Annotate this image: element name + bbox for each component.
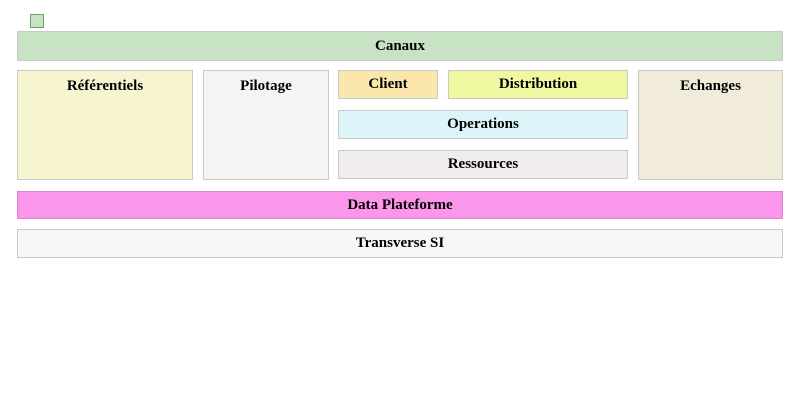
pilotage-label: Pilotage — [240, 78, 292, 94]
block-referentiels: Référentiels — [17, 70, 193, 180]
block-distribution: Distribution — [448, 70, 628, 99]
data-plateforme-label: Data Plateforme — [347, 196, 453, 213]
echanges-label: Echanges — [680, 78, 741, 94]
distribution-label: Distribution — [498, 76, 578, 92]
block-echanges: Echanges — [638, 70, 783, 180]
block-data-plateforme: Data Plateforme — [17, 191, 783, 219]
block-operations: Operations — [338, 110, 628, 139]
canaux-label: Canaux — [374, 37, 426, 54]
block-ressources: Ressources — [338, 150, 628, 179]
referentiels-label: Référentiels — [66, 78, 144, 94]
legend-color-swatch — [30, 14, 44, 28]
client-label: Client — [368, 76, 408, 92]
block-pilotage: Pilotage — [203, 70, 329, 180]
block-canaux: Canaux — [17, 31, 783, 61]
operations-label: Operations — [447, 116, 519, 132]
transverse-si-label: Transverse SI — [355, 235, 445, 251]
block-client: Client — [338, 70, 438, 99]
block-transverse-si: Transverse SI — [17, 229, 783, 258]
ressources-label: Ressources — [447, 156, 519, 172]
